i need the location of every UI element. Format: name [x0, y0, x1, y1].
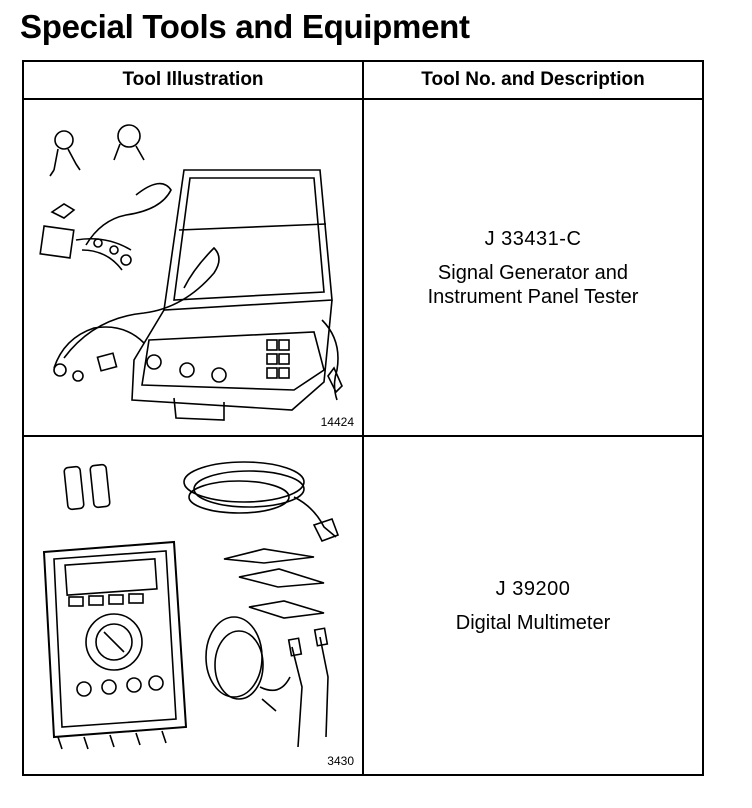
- figure-number: 3430: [327, 754, 354, 768]
- table-row: 3430 J 39200 Digital Multimeter: [22, 435, 704, 776]
- tool-description-line: Signal Generator and: [437, 261, 629, 284]
- tool-number: J 39200: [495, 577, 571, 600]
- digital-multimeter-illustration: [42, 461, 340, 750]
- tool-description-cell: J 33431-C Signal Generator and Instrumen…: [362, 98, 704, 437]
- tool-description-cell: J 39200 Digital Multimeter: [362, 435, 704, 776]
- header-tool-illustration: Tool Illustration: [22, 60, 364, 100]
- tool-description-line: Digital Multimeter: [455, 611, 611, 634]
- tool-number: J 33431-C: [484, 227, 582, 250]
- figure-number: 14424: [320, 415, 354, 429]
- table-row: 14424 J 33431-C Signal Generator and Ins…: [22, 98, 704, 437]
- page-title: Special Tools and Equipment: [20, 8, 470, 45]
- header-tool-description: Tool No. and Description: [362, 60, 704, 100]
- tool-illustration-cell: 3430: [22, 435, 364, 776]
- tool-description-line: Instrument Panel Tester: [427, 285, 639, 308]
- signal-generator-case-illustration: [39, 124, 343, 421]
- table-header-row: Tool Illustration Tool No. and Descripti…: [22, 60, 704, 100]
- tool-illustration-cell: 14424: [22, 98, 364, 437]
- special-tools-table: Tool Illustration Tool No. and Descripti…: [22, 60, 704, 776]
